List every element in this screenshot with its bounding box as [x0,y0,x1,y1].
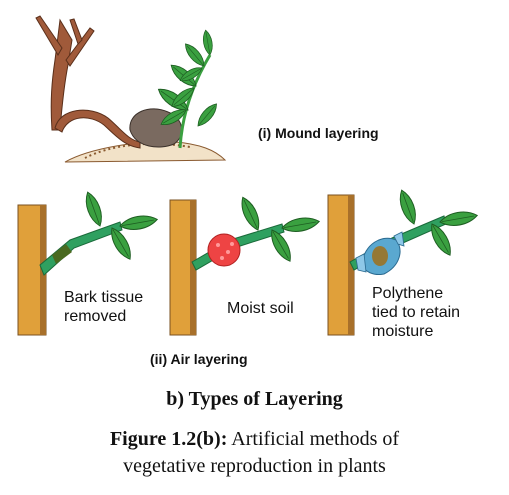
polythene-label: Polythene tied to retain moisture [372,284,460,341]
types-of-layering-subtitle: b) Types of Layering [166,388,343,410]
air-layering-label: (ii) Air layering [150,351,248,367]
figure-number: Figure 1.2(b): [109,428,228,450]
bent-branch [54,109,141,149]
figure-caption: Figure 1.2(b): Artificial methods of veg… [0,426,509,480]
polythene-line-2: tied to retain [372,304,461,321]
air-layering-bark-removed [17,189,159,336]
bark-tissue-label: Bark tissue removed [64,288,143,326]
mound-layering-label: (i) Mound layering [258,125,379,141]
bark-tissue-line-1: Bark tissue [64,289,144,306]
bark-tissue-line-2: removed [64,308,127,325]
polythene-line-3: moisture [372,323,434,340]
moist-soil-ball [207,233,241,267]
figure-caption-line-1: Figure 1.2(b): Artificial methods of [0,426,509,453]
figure-caption-text-1: Artificial methods of [231,428,400,450]
air-layering-moist-soil [169,194,321,336]
air-layering-polythene [327,187,479,336]
layering-illustration [17,15,479,336]
figure-caption-line-2: vegetative reproduction in plants [123,455,386,477]
polythene-line-1: Polythene [372,285,444,302]
mound-layering-illustration [35,15,227,163]
moist-soil-label: Moist soil [227,300,294,317]
